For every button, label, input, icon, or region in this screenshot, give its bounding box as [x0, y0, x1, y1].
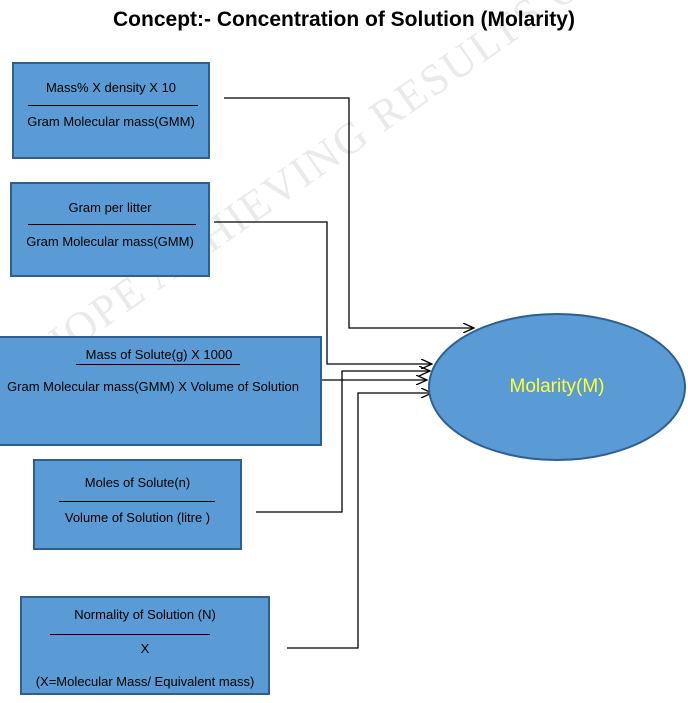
box-denominator: Volume of Solution (litre ): [64, 510, 211, 525]
fraction-line: [59, 501, 215, 502]
box-numerator: Mass% X density X 10: [45, 80, 177, 95]
formula-box-gram-per-litre: Gram per litter Gram Molecular mass(GMM): [10, 182, 210, 277]
box-numerator: Moles of Solute(n): [84, 475, 191, 490]
arrow-box-5: [287, 393, 432, 649]
arrow-box-4: [256, 371, 430, 513]
box-note: (X=Molecular Mass/ Equivalent mass): [35, 674, 255, 689]
formula-box-moles-of-solute: Moles of Solute(n) Volume of Solution (l…: [33, 459, 242, 550]
formula-box-mass-of-solute: Mass of Solute(g) X 1000 Gram Molecular …: [0, 336, 322, 446]
box-numerator: Normality of Solution (N): [74, 607, 216, 622]
formula-box-mass-percent: Mass% X density X 10 Gram Molecular mass…: [12, 62, 210, 159]
box-denominator: X: [140, 641, 150, 656]
formula-box-normality: Normality of Solution (N) X (X=Molecular…: [20, 596, 270, 695]
box-numerator: Gram per litter: [68, 200, 152, 215]
fraction-line: [50, 634, 210, 635]
fraction-line: [76, 364, 240, 365]
fraction-line: [28, 105, 198, 106]
box-numerator: Mass of Solute(g) X 1000: [85, 347, 233, 362]
arrow-box-2: [214, 221, 432, 364]
fraction-line: [28, 224, 196, 225]
box-denominator: Gram Molecular mass(GMM) X Volume of Sol…: [7, 379, 299, 394]
arrow-box-1: [224, 97, 474, 328]
molarity-ellipse: Molarity(M): [428, 313, 686, 461]
page-title: Concept:- Concentration of Solution (Mol…: [113, 8, 575, 31]
box-denominator: Gram Molecular mass(GMM): [27, 114, 195, 129]
box-denominator: Gram Molecular mass(GMM): [26, 234, 194, 249]
molarity-label: Molarity(M): [509, 376, 605, 397]
